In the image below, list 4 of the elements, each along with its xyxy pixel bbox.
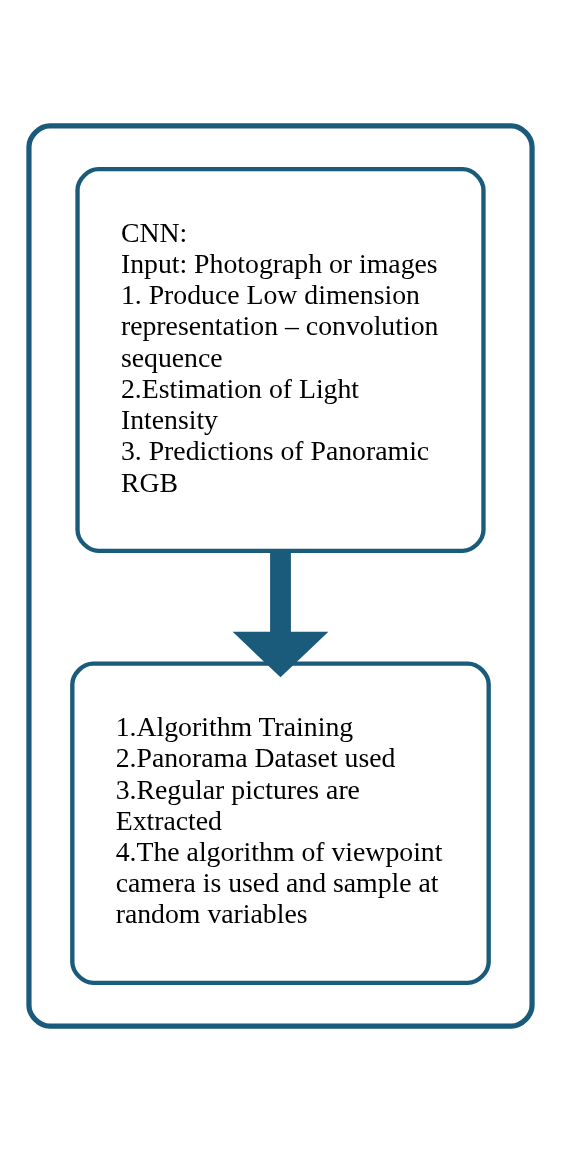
arrow bbox=[232, 550, 329, 677]
node-box: CNN: Input: Photograph or images 1. Produce Low dimension representation – convolution sequence 2.Estimation of Light Intensity 3. Predictions of Panoramic RGB bbox=[75, 166, 486, 553]
cluster bbox=[26, 122, 535, 1029]
node-box: 1.Algorithm Training 2.Panorama Dataset used 3.Regular pictures are Extracted 4.The algorithm of viewpoint camera is used and sample at random variables bbox=[70, 660, 491, 985]
